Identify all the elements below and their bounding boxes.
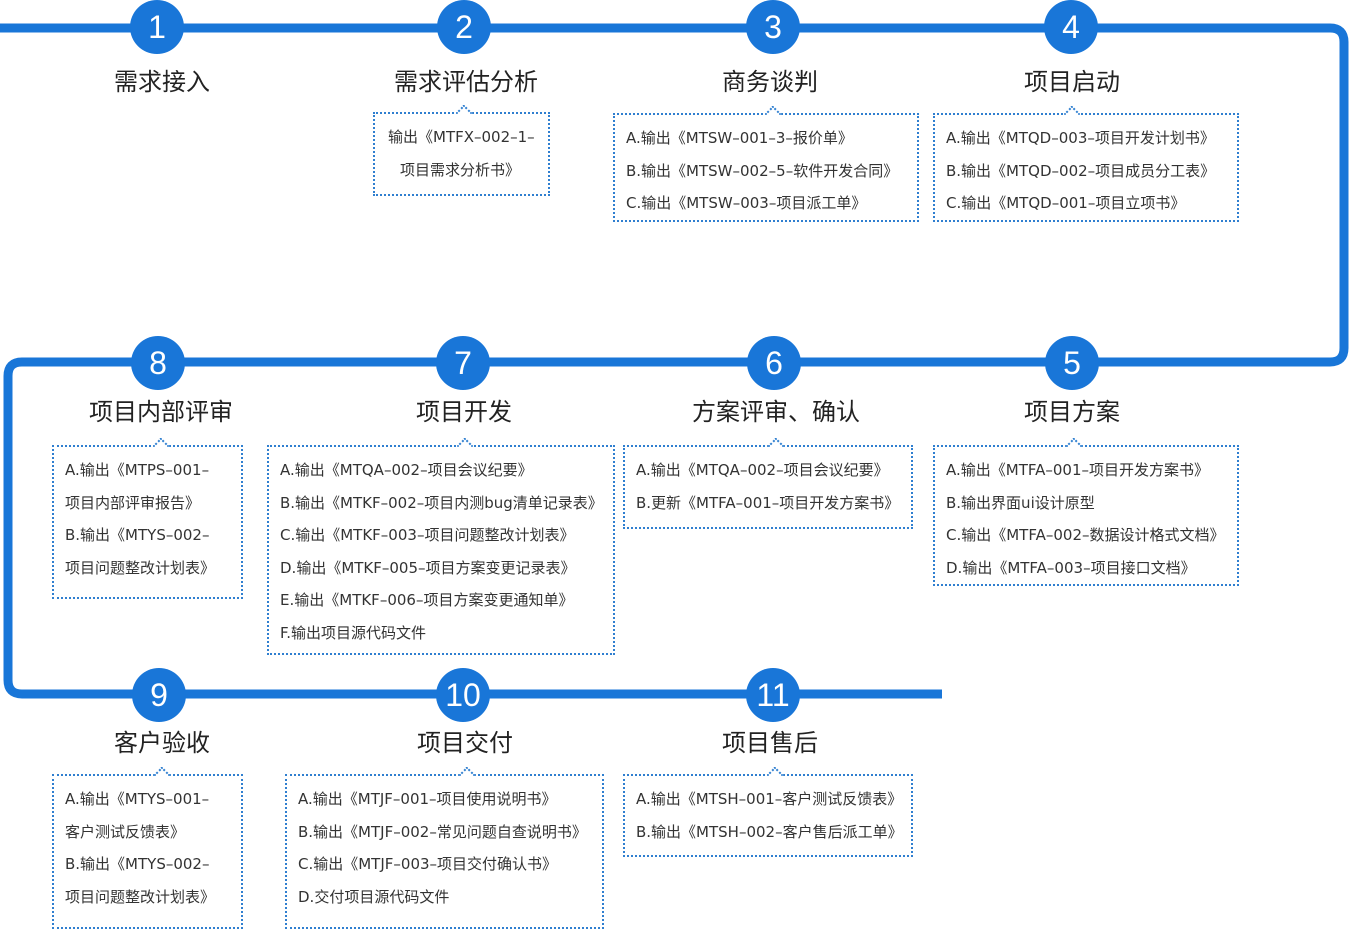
output-line: A.输出《MTPS–001– [65,461,210,479]
output-line: 客户测试反馈表》 [65,822,186,841]
output-line: D.交付项目源代码文件 [298,887,450,906]
track-line [0,23,1349,699]
step-title: 方案评审、确认 [692,398,860,426]
step-title: 需求接入 [114,68,210,96]
output-line: B.输出《MTKF–002–项目内测bug清单记录表》 [280,493,603,512]
output-line: C.输出《MTSW–003–项目派工单》 [626,194,867,213]
output-line: B.输出《MTYS–002– [65,526,210,545]
output-line: B.输出《MTQD–002–项目成员分工表》 [946,161,1216,180]
step-title: 客户验收 [114,729,210,757]
step-output-box: A.输出《MTPS–001– 项目内部评审报告》 B.输出《MTYS–002– … [52,437,243,599]
output-line: E.输出《MTKF–006–项目方案变更通知单》 [280,591,574,610]
step-title: 项目方案 [1024,398,1120,426]
step-output-box: 输出《MTFX–002–1– 项目需求分析书》 [373,104,550,196]
output-line: A.输出《MTQA–002–项目会议纪要》 [280,461,533,479]
step-number-badge: 1 [130,0,184,54]
step-number-badge: 11 [746,668,800,722]
output-line: 项目需求分析书》 [400,160,521,179]
step-output-box: A.输出《MTSH–001–客户测试反馈表》 B.输出《MTSH–002–客户售… [623,766,913,857]
step-output-box: A.输出《MTYS–001– 客户测试反馈表》 B.输出《MTYS–002– 项… [52,766,243,929]
step-number-badge: 5 [1045,336,1099,390]
step-title: 项目交付 [417,729,513,757]
step-title: 项目启动 [1024,68,1120,96]
step-number-badge: 2 [437,0,491,54]
output-line: B.更新《MTFA–001–项目开发方案书》 [636,493,900,512]
output-line: B.输出《MTSH–002–客户售后派工单》 [636,822,903,841]
output-line: F.输出项目源代码文件 [280,623,426,642]
output-line: A.输出《MTYS–001– [65,790,210,808]
step-output-box: A.输出《MTSW–001–3–报价单》 B.输出《MTSW–002–5–软件开… [613,105,919,222]
step-number-badge: 7 [436,336,490,390]
output-line: 输出《MTFX–002–1– [388,128,535,146]
output-line: D.输出《MTKF–005–项目方案变更记录表》 [280,558,576,577]
output-line: C.输出《MTQD–001–项目立项书》 [946,194,1186,213]
step-output-box: A.输出《MTQD–003–项目开发计划书》 B.输出《MTQD–002–项目成… [933,105,1239,222]
output-line: B.输出《MTYS–002– [65,855,210,874]
output-line: D.输出《MTFA–003–项目接口文档》 [946,558,1196,577]
step-number-badge: 3 [746,0,800,54]
step-number-badge: 6 [747,336,801,390]
output-line: A.输出《MTFA–001–项目开发方案书》 [946,461,1210,479]
step-number-badge: 9 [132,668,186,722]
output-line: B.输出《MTSW–002–5–软件开发合同》 [626,161,899,180]
output-line: A.输出《MTQD–003–项目开发计划书》 [946,129,1215,147]
step-title: 项目内部评审 [89,398,233,426]
output-line: A.输出《MTQA–002–项目会议纪要》 [636,461,889,479]
step-output-box: A.输出《MTFA–001–项目开发方案书》 B.输出界面ui设计原型 C.输出… [933,437,1239,586]
output-line: C.输出《MTFA–002–数据设计格式文档》 [946,526,1225,545]
step-output-box: A.输出《MTJF–001–项目使用说明书》 B.输出《MTJF–002–常见问… [285,766,604,929]
output-line: B.输出《MTJF–002–常见问题自查说明书》 [298,822,587,841]
step-output-box: A.输出《MTQA–002–项目会议纪要》 B.输出《MTKF–002–项目内测… [267,437,615,655]
step-output-box: A.输出《MTQA–002–项目会议纪要》 B.更新《MTFA–001–项目开发… [623,437,913,529]
step-number-badge: 10 [436,668,490,722]
step-number-badge: 8 [131,336,185,390]
output-line: 项目问题整改计划表》 [65,887,216,906]
output-line: A.输出《MTSH–001–客户测试反馈表》 [636,790,903,808]
step-title: 项目售后 [722,729,818,757]
output-line: 项目问题整改计划表》 [65,558,216,577]
output-line: C.输出《MTKF–003–项目问题整改计划表》 [280,526,575,545]
output-line: C.输出《MTJF–003–项目交付确认书》 [298,855,558,874]
output-line: B.输出界面ui设计原型 [946,493,1095,512]
step-title: 需求评估分析 [394,68,538,96]
output-line: A.输出《MTJF–001–项目使用说明书》 [298,790,557,808]
output-line: A.输出《MTSW–001–3–报价单》 [626,129,853,147]
step-title: 商务谈判 [722,68,818,96]
step-title: 项目开发 [416,398,512,426]
step-number-badge: 4 [1044,0,1098,54]
output-line: 项目内部评审报告》 [65,493,201,512]
